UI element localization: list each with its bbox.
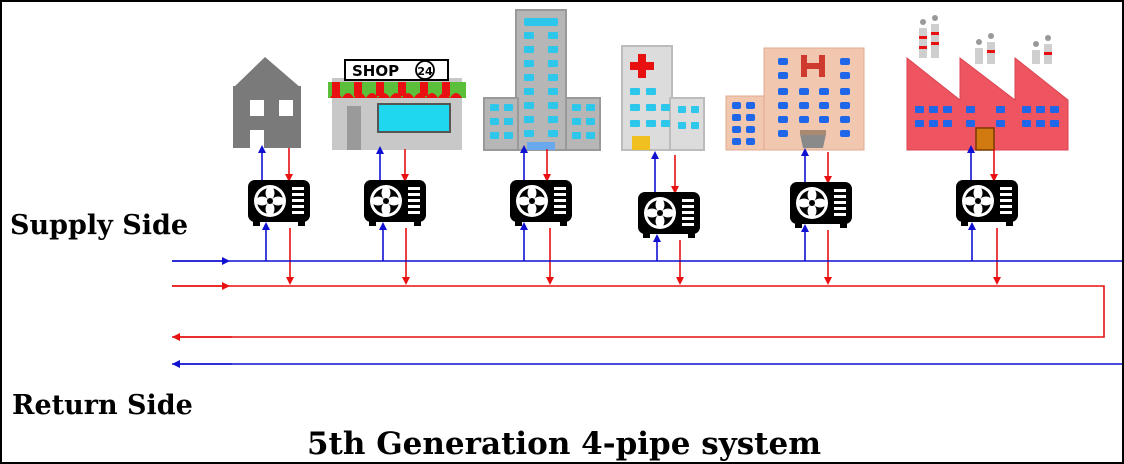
supply-side-label: Supply Side bbox=[10, 210, 189, 241]
return-side-label: Return Side bbox=[12, 390, 193, 421]
building-factory bbox=[906, 15, 1069, 151]
shop-sign-text: SHOP bbox=[352, 62, 399, 80]
heat-pump-units bbox=[248, 180, 1018, 238]
pipe-connections bbox=[262, 222, 1001, 285]
building-hotel bbox=[725, 47, 865, 151]
building-office-tower bbox=[483, 9, 601, 151]
shop-sign-number: 24 bbox=[417, 65, 433, 78]
heat-pump-icon bbox=[790, 182, 852, 228]
building-hospital-cross bbox=[621, 45, 705, 151]
diagram-title: 5th Generation 4-pipe system bbox=[306, 426, 822, 462]
building-house bbox=[233, 57, 301, 148]
pipe-network bbox=[172, 257, 1122, 368]
heat-pump-icon bbox=[638, 192, 700, 238]
heat-pump-icon bbox=[364, 180, 426, 226]
heat-pump-icon bbox=[248, 180, 310, 226]
heat-pump-icon bbox=[510, 180, 572, 226]
heat-pump-icon bbox=[956, 180, 1018, 226]
building-connections bbox=[258, 145, 998, 194]
supply-pipe-red-loop bbox=[172, 285, 1105, 338]
building-shop: SHOP 24 bbox=[328, 59, 466, 150]
